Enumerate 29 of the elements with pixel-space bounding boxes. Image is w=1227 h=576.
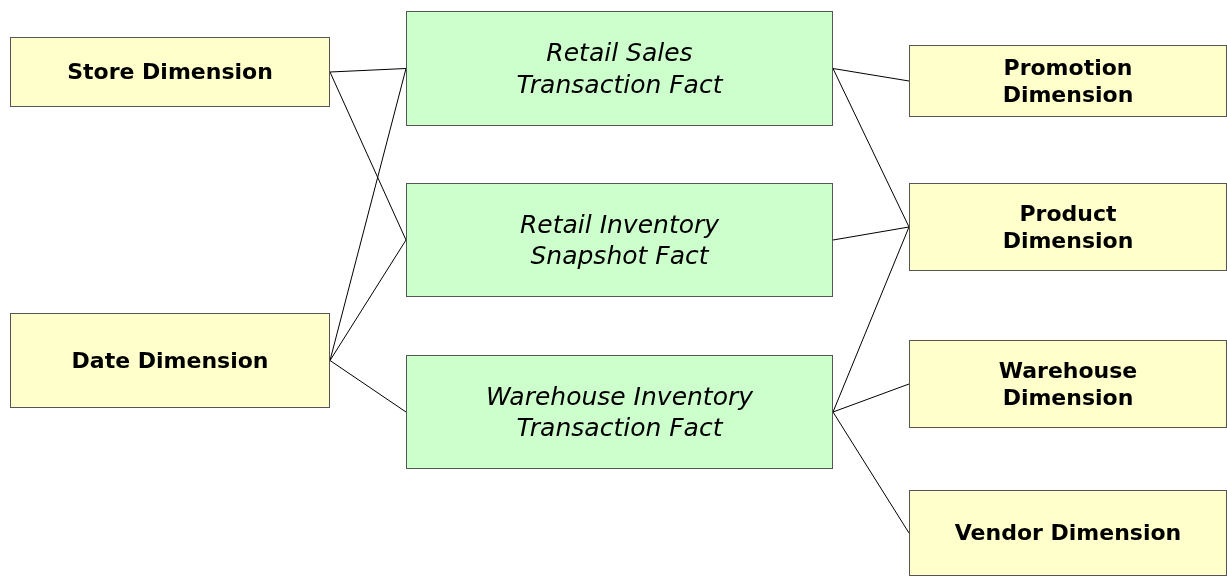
connector-line (832, 411, 910, 534)
box-label: Vendor Dimension (954, 519, 1182, 547)
connector-line (832, 68, 910, 82)
dimension-box (10, 313, 330, 408)
fact-box (406, 355, 833, 469)
dimension-box (909, 340, 1227, 428)
box-label: Warehouse Inventory Transaction Fact (484, 380, 755, 444)
fact-box (406, 11, 833, 126)
connector-line (832, 226, 910, 413)
connector-line (329, 239, 407, 361)
box-label: Retail Sales Transaction Fact (515, 37, 725, 100)
box-label: Date Dimension (71, 346, 269, 375)
dimension-box (909, 183, 1227, 271)
connector-line (329, 68, 407, 73)
box-label: Promotion Dimension (1001, 53, 1135, 109)
connector-line (329, 68, 407, 361)
connector-line (329, 71, 407, 241)
dimension-box (909, 45, 1227, 117)
connector-line (832, 383, 910, 413)
fact-box (406, 183, 833, 297)
box-label: Retail Inventory Snapshot Fact (518, 208, 721, 272)
connector-line (329, 360, 407, 413)
connector-line (832, 226, 910, 241)
box-label: Store Dimension (67, 58, 273, 86)
box-label: Warehouse Dimension (997, 356, 1139, 412)
connector-line (832, 68, 910, 228)
box-label: Product Dimension (1001, 199, 1135, 255)
dimension-box (10, 37, 330, 107)
dimension-box (909, 490, 1227, 576)
